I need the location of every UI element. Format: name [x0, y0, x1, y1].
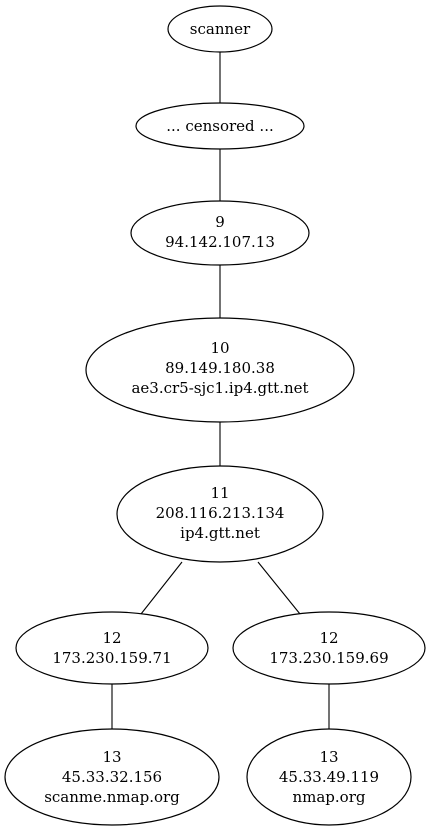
- node-hop13a: 13 45.33.32.156 scanme.nmap.org: [4, 728, 220, 826]
- node-hop11-ttl: 11: [210, 484, 229, 502]
- node-hop13b-ttl: 13: [319, 748, 338, 766]
- node-hop10-ttl: 10: [210, 339, 229, 357]
- node-hop12b-ip: 173.230.159.69: [269, 649, 388, 667]
- node-hop12a-ttl: 12: [102, 629, 121, 647]
- edge-hop11-hop12a: [140, 561, 183, 615]
- node-hop13b: 13 45.33.49.119 nmap.org: [246, 728, 412, 826]
- node-scanner: scanner: [167, 5, 273, 53]
- node-hop11-ip: 208.116.213.134: [156, 504, 285, 522]
- edges-layer: [111, 52, 330, 729]
- node-hop10: 10 89.149.180.38 ae3.cr5-sjc1.ip4.gtt.ne…: [85, 317, 355, 423]
- node-hop12a: 12 173.230.159.71: [15, 611, 209, 685]
- node-hop10-ip: 89.149.180.38: [165, 359, 275, 377]
- node-hop10-host: ae3.cr5-sjc1.ip4.gtt.net: [131, 379, 308, 397]
- node-hop9-ttl: 9: [215, 213, 225, 231]
- edge-hop11-hop12b: [257, 561, 301, 615]
- node-hop13b-ip: 45.33.49.119: [279, 768, 379, 786]
- node-hop13a-ttl: 13: [102, 748, 121, 766]
- node-censored: ... censored ...: [135, 102, 305, 150]
- node-scanner-label: scanner: [190, 20, 251, 38]
- node-hop11-host: ip4.gtt.net: [180, 524, 260, 542]
- node-hop12a-ip: 173.230.159.71: [52, 649, 171, 667]
- node-hop11: 11 208.116.213.134 ip4.gtt.net: [116, 465, 324, 563]
- node-hop12b-ttl: 12: [319, 629, 338, 647]
- node-hop13b-host: nmap.org: [292, 788, 365, 806]
- node-hop9: 9 94.142.107.13: [130, 200, 310, 266]
- node-hop13a-host: scanme.nmap.org: [44, 788, 180, 806]
- node-hop9-ip: 94.142.107.13: [165, 233, 275, 251]
- node-hop12b: 12 173.230.159.69: [232, 611, 426, 685]
- node-censored-label: ... censored ...: [166, 117, 273, 135]
- node-hop13a-ip: 45.33.32.156: [62, 768, 162, 786]
